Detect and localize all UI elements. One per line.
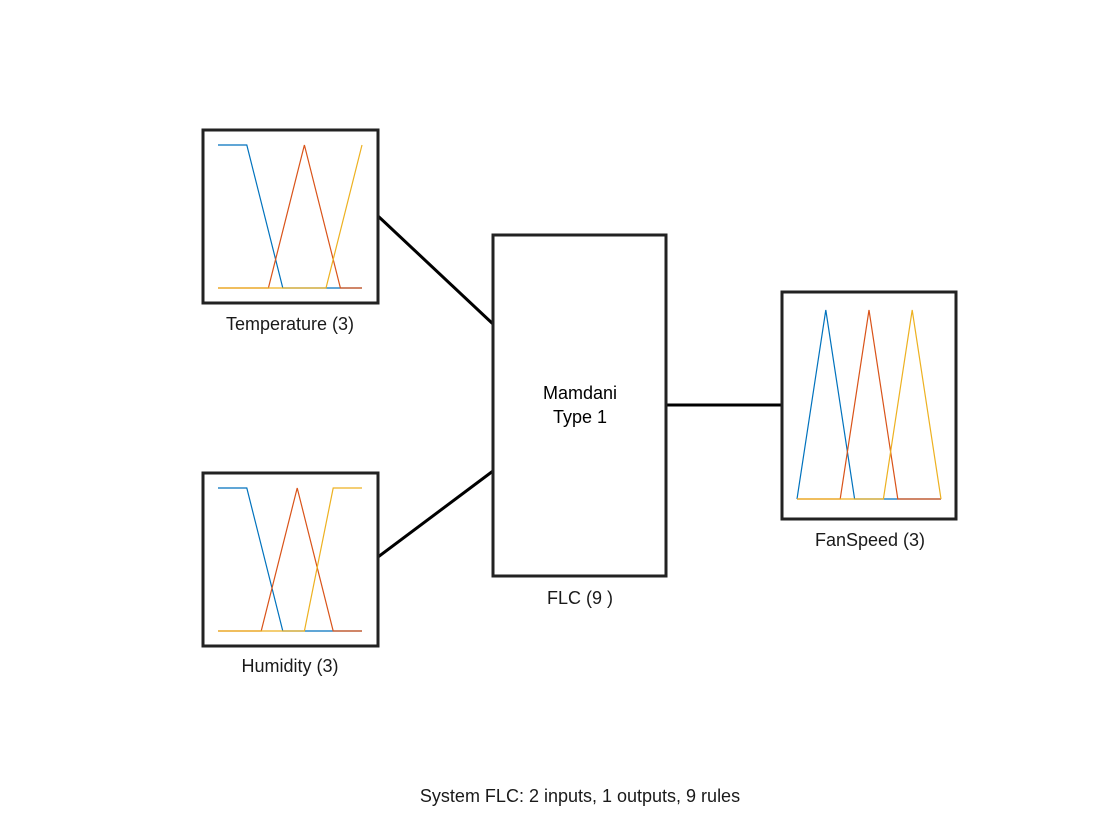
connector-humidity (377, 469, 494, 559)
engine-label: FLC (9 ) (546, 588, 613, 608)
system-summary: System FLC: 2 inputs, 1 outputs, 9 rules (419, 786, 741, 806)
engine-type-text: Mamdani Type 1 (496, 381, 664, 429)
membership-functions-humidity (218, 487, 362, 632)
input-block-humidity[interactable] (201, 471, 380, 648)
membership-functions-fanspeed (796, 309, 942, 500)
membership-functions-temperature (218, 144, 363, 289)
temperature-mf-3 (218, 144, 363, 289)
output-block-fanspeed[interactable] (780, 290, 958, 521)
connector-temperature (376, 214, 495, 326)
engine-method: Mamdani (542, 383, 618, 403)
input-frame-temperature (201, 128, 380, 305)
input-block-temperature[interactable] (201, 128, 380, 305)
input-label-humidity: Humidity (3) (241, 656, 339, 676)
output-label-fanspeed: FanSpeed (3) (814, 530, 926, 550)
fanspeed-mf-3 (797, 309, 942, 500)
engine-block[interactable] (491, 233, 668, 578)
output-frame-fanspeed (780, 290, 958, 521)
input-frame-humidity (201, 471, 380, 648)
engine-type: Type 1 (552, 407, 608, 427)
input-label-temperature: Temperature (3) (225, 314, 355, 334)
humidity-mf-1 (218, 487, 362, 632)
humidity-mf-3 (218, 487, 362, 632)
